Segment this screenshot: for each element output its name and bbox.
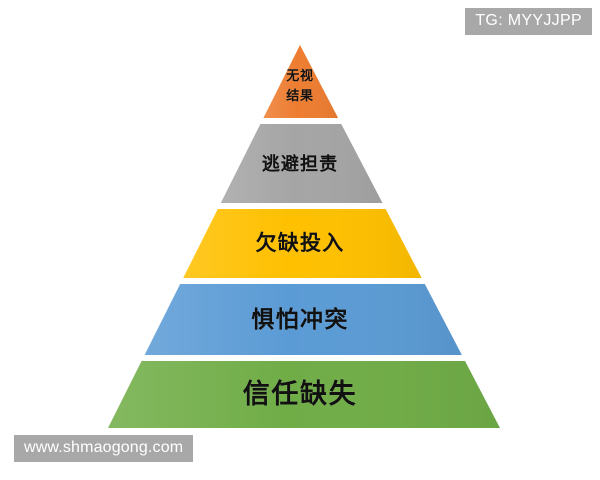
- pyramid-tier-3-shape[interactable]: [183, 209, 422, 278]
- pyramid-tier-5-shape[interactable]: [108, 361, 500, 428]
- pyramid-tier-2-shape[interactable]: [220, 124, 383, 203]
- telegram-watermark: TG: MYYJJPP: [465, 8, 592, 35]
- website-watermark: www.shmaogong.com: [14, 435, 194, 462]
- pyramid-tier-4-shape[interactable]: [144, 284, 462, 355]
- pyramid-tier-1-shape[interactable]: [263, 45, 339, 118]
